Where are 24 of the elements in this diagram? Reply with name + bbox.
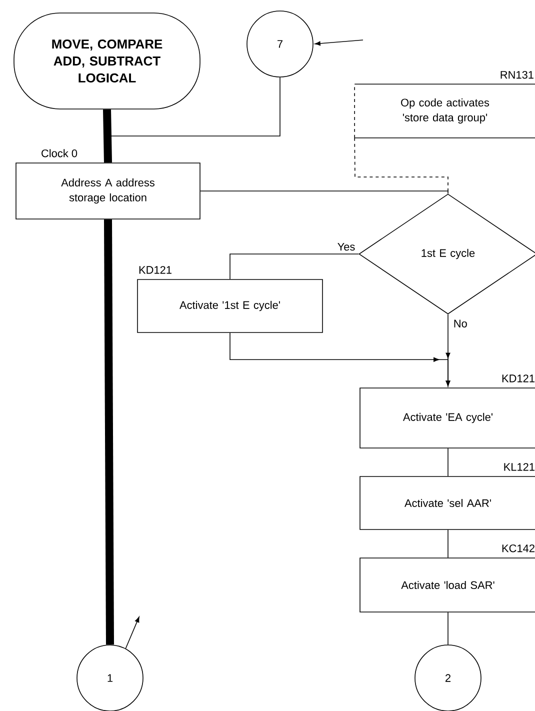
flow-line [230, 254, 359, 280]
process-box: Address A address storage location [16, 162, 200, 220]
process-box: Op code activates 'store data group' [354, 84, 535, 138]
box-code: KL121 [504, 463, 534, 471]
box-code: KD121 [502, 374, 534, 382]
flow-line [200, 190, 448, 194]
process-box: Activate '1st E cycle' [137, 279, 323, 333]
flow-line [354, 138, 448, 194]
box-code: RN131 [500, 70, 534, 79]
box-code: Clock 0 [42, 149, 78, 158]
edge-label: No [452, 318, 468, 328]
flow-line [104, 219, 114, 645]
flow-line [103, 109, 112, 163]
box-code: KD121 [139, 266, 172, 274]
process-box: Activate 'EA cycle' [360, 388, 535, 448]
arrow [230, 332, 450, 386]
flow-line [108, 77, 280, 163]
edge-label: Yes [336, 242, 356, 252]
process-box: Activate 'sel AAR' [360, 476, 535, 530]
start-terminal: MOVE, COMPARE ADD, SUBTRACT LOGICAL [14, 12, 200, 110]
arrow [314, 40, 364, 46]
process-box: Activate 'load SAR' [360, 558, 535, 612]
box-code: KC142 [502, 544, 534, 552]
arrow [125, 616, 140, 649]
